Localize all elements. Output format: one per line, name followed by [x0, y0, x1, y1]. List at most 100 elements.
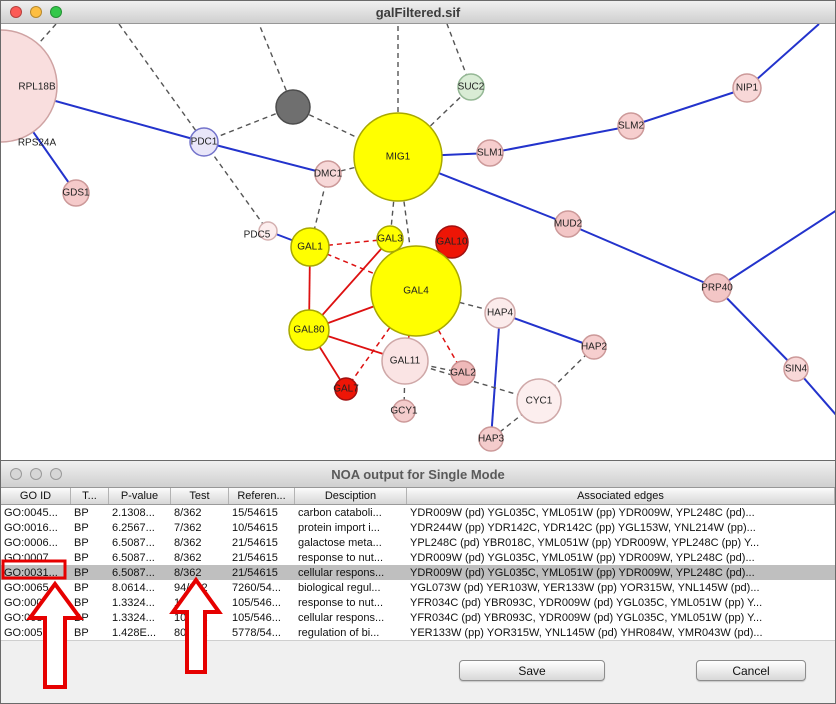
graph-node-label: SLM2	[618, 121, 645, 132]
cell-t: BP	[74, 566, 89, 579]
cell-t: BP	[74, 506, 89, 519]
graph-edge	[716, 287, 797, 370]
cell-desciption: galactose meta...	[298, 536, 382, 549]
graph-node-mig1[interactable]	[353, 112, 443, 202]
graph-node-gal11[interactable]	[381, 337, 429, 385]
graph-node-pdc1[interactable]	[189, 127, 219, 157]
graph-node-nip1[interactable]	[732, 73, 762, 103]
cell-desciption: response to nut...	[298, 596, 383, 609]
graph-node-label: SUC2	[458, 82, 485, 93]
graph-node-sin4[interactable]	[783, 356, 809, 382]
graph-node-rpl18b[interactable]	[1, 29, 58, 143]
graph-edge	[292, 106, 399, 158]
cell-pvalue: 1.3324...	[112, 611, 155, 624]
cell-t: BP	[74, 536, 89, 549]
graph-node-slm1[interactable]	[476, 139, 504, 167]
graph-node-label: GCY1	[390, 406, 418, 417]
cell-pvalue: 6.2567...	[112, 521, 155, 534]
graph-node-gal1[interactable]	[290, 227, 330, 267]
graph-node-gal4[interactable]	[370, 245, 462, 337]
cell-test: 7/362	[174, 521, 202, 534]
cell-associatededges: YDR009W (pd) YGL035C, YML051W (pp) YDR00…	[410, 551, 755, 564]
graph-node-label: HAP2	[581, 342, 608, 353]
cell-referen: 5778/54...	[232, 626, 281, 639]
column-header-3[interactable]: Test	[171, 488, 229, 504]
cell-goid: GO:0031...	[4, 566, 58, 579]
graph-edge	[567, 223, 718, 289]
zoom-button[interactable]	[50, 468, 62, 480]
cell-t: BP	[74, 596, 89, 609]
graph-edge	[746, 24, 820, 89]
column-header-6[interactable]: Associated edges	[407, 488, 835, 504]
save-button[interactable]: Save	[459, 660, 605, 681]
graph-node-gal7[interactable]	[334, 377, 358, 401]
noa-window-titlebar[interactable]: NOA output for Single Mode	[1, 461, 835, 488]
cell-goid: GO:0045...	[4, 506, 58, 519]
cancel-button[interactable]: Cancel	[696, 660, 806, 681]
graph-node-gal2[interactable]	[450, 360, 476, 386]
cell-referen: 7260/54...	[232, 581, 281, 594]
close-button[interactable]	[10, 468, 22, 480]
graph-node-suc2[interactable]	[457, 73, 485, 101]
cell-pvalue: 1.428E...	[112, 626, 157, 639]
graph-edge	[203, 106, 294, 143]
graph-node-hap2[interactable]	[581, 334, 607, 360]
graph-node-prp40[interactable]	[702, 273, 732, 303]
column-header-2[interactable]: P-value	[109, 488, 171, 504]
graph-node-dmc1[interactable]	[314, 160, 342, 188]
column-header-0[interactable]: GO ID	[1, 488, 71, 504]
cell-goid: GO:0031...	[4, 611, 58, 624]
graph-node-slm2[interactable]	[617, 112, 645, 140]
graph-node-mud2[interactable]	[554, 210, 582, 238]
cell-referen: 21/54615	[232, 536, 278, 549]
window-controls	[10, 6, 62, 18]
graph-window-titlebar[interactable]: galFiltered.sif	[1, 1, 835, 24]
graph-node-gray1[interactable]	[275, 89, 311, 125]
graph-node-gal80[interactable]	[288, 309, 330, 351]
graph-node-label: GAL10	[436, 237, 468, 248]
graph-node-cyc1[interactable]	[516, 378, 562, 424]
graph-edge	[415, 290, 464, 374]
cell-test: 8/362	[174, 551, 202, 564]
cell-goid: GO:0006...	[4, 536, 58, 549]
graph-node-gal10[interactable]	[435, 225, 469, 259]
close-button[interactable]	[10, 6, 22, 18]
graph-node-label: SIN4	[785, 364, 808, 375]
graph-node-pdc5[interactable]	[258, 221, 278, 241]
graph-node-gds1[interactable]	[62, 179, 90, 207]
cell-pvalue: 1.3324...	[112, 596, 155, 609]
graph-node-gcy1[interactable]	[392, 399, 416, 423]
minimize-button[interactable]	[30, 6, 42, 18]
cell-test: 8/362	[174, 506, 202, 519]
noa-window-title: NOA output for Single Mode	[331, 466, 505, 482]
minimize-button[interactable]	[30, 468, 42, 480]
column-header-1[interactable]: T...	[71, 488, 109, 504]
graph-node-hap4[interactable]	[484, 297, 516, 329]
graph-node-label: PRP40	[701, 283, 733, 294]
graph-edge	[489, 125, 632, 154]
graph-node-label: RPS24A	[18, 138, 57, 149]
graph-edge	[397, 86, 472, 158]
graph-node-hap3[interactable]	[478, 426, 504, 452]
column-header-4[interactable]: Referen...	[229, 488, 295, 504]
zoom-button[interactable]	[50, 6, 62, 18]
column-header-5[interactable]: Desciption	[295, 488, 407, 504]
graph-node-gal3[interactable]	[376, 225, 404, 253]
cell-referen: 15/54615	[232, 506, 278, 519]
cell-goid: GO:0007...	[4, 551, 58, 564]
cell-associatededges: YFR034C (pd) YBR093C, YDR009W (pd) YGL03…	[410, 611, 763, 624]
graph-node-label: GAL7	[333, 384, 359, 395]
graph-node-label: PDC5	[244, 230, 271, 241]
network-graph: RPL18BRPS24AGDS1PDC1MIG1SUC2SLM1SLM2NIP1…	[1, 24, 835, 452]
cell-pvalue: 8.0614...	[112, 581, 155, 594]
